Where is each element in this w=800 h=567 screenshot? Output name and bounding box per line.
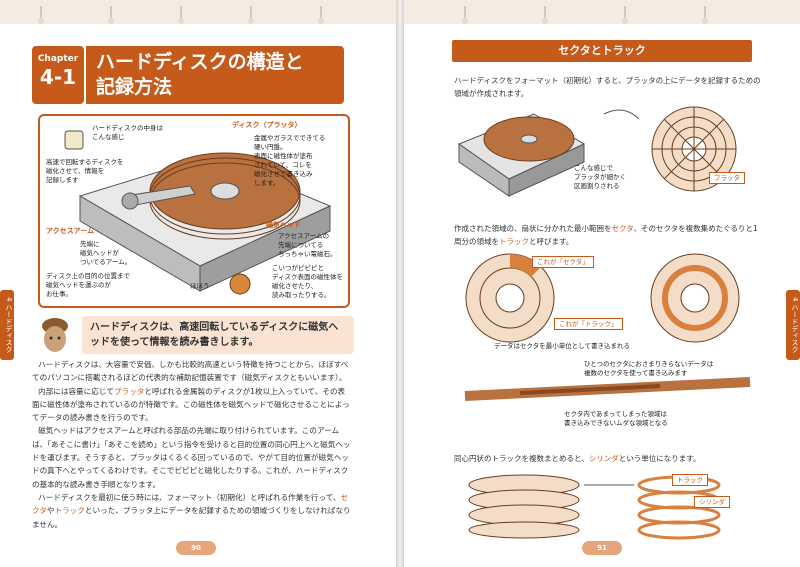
highlight-cylinder: シリンダ [588,454,619,463]
paragraph-3: 磁気ヘッドはアクセスアームと呼ばれる部品の先端に取り付けられています。このアーム… [32,426,351,489]
cylinder-text: 同心円状のトラックを複数まとめると、シリンダという単位になります。 [454,452,764,465]
sector-strip [464,377,751,401]
top-band [0,0,396,24]
note-partition: こんな感じで プラッタが細かく 区画割りされる [574,164,626,190]
chapter-label: Chapter [37,54,79,64]
mascot-text: ほほう [190,282,210,290]
page-number-right: 91 [582,541,622,555]
acorn-mascot-icon [42,318,68,352]
side-tab-right: 4 ハードディスク [786,290,800,360]
sector-track-diagram [465,253,740,343]
note-magnetize: 高速で回転するディスクを 磁化させて、情報を 記録します [46,158,124,184]
pin [542,6,548,24]
right-page: セクタとトラック ハードディスクをフォーマット（初期化）すると、プラッタの上にデ… [404,0,800,567]
note-inside: ハードディスクの中身は こんな感じ [92,124,164,141]
pin [38,6,44,24]
mid-text-c: と呼びます。 [529,237,574,246]
side-tab-left: 4 ハードディスク [0,290,14,360]
top-band [404,0,800,24]
pin [702,6,708,24]
platter-tag: プラッタ [709,172,745,184]
highlight-sector: セクタ [611,224,634,233]
body-text: ハードディスクは、大容量で安価、しかも比較的高速という特徴を持つことから、ほぼす… [32,358,352,531]
note-multi: ひとつのセクタにおさまりきらないデータは 複数のセクタを使って書き込みます [584,360,714,377]
format-diagram [457,106,737,197]
head-note: アクセスアームの 先端についてる ちっちゃい電磁石。 [278,232,337,258]
paragraph-2: 内部には容量に応じてプラッタと呼ばれる金属製のディスクが1枚以上入っていて、その… [32,385,352,425]
chapter-title: ハードディスクの構造と 記録方法 [84,46,344,104]
pin [462,6,468,24]
chapter-title-line1: ハードディスクの構造と [96,51,304,73]
p2-text-a: 内部には容量に応じて [38,386,115,396]
cyl-text-a: 同心円状のトラックを複数まとめると、 [454,454,589,463]
p4-highlight-track: トラック [54,506,85,516]
pin [622,6,628,24]
p4-text-b: や [46,506,55,516]
mid-text-a: 作成された領域の、扇状に分かれた最小範囲を [454,224,612,233]
highlight-track: トラック [499,237,529,246]
section-title: セクタとトラック [452,40,752,62]
p2-text-b: と呼ばれる金属製のディスクが1枚以上入っていて、その表面に磁性体が塗布されている… [32,386,350,423]
chapter-title-line2: 記録方法 [96,76,173,98]
cylinder-tag: シリンダ [694,496,730,508]
disk-note: 金属やガラスでできてる 硬い円盤。 表面に磁性体が塗布 されていて、コレを 磁化… [254,134,326,187]
p2-highlight-platter: プラッタ [114,386,145,396]
head-note2: こいつがピピピと ディスク表面の磁性体を 磁化させたり、 読み取ったりする。 [272,264,344,299]
pin [248,6,254,24]
track-tag: これが「トラック」 [554,318,623,330]
head-label: 磁気ヘッド [266,221,301,229]
cylinder-diagram [468,474,721,540]
intro-text: ハードディスクをフォーマット（初期化）すると、プラッタの上にデータを記録するため… [454,76,761,98]
p4-text-c: といった、プラッタ上にデータを記録するための領域づくりをしなければなりません。 [32,506,351,529]
paragraph-4: ハードディスクを最初に使う時には、フォーマット（初期化）と呼ばれる作業を行って、… [32,491,352,531]
cylinder-track-tag: トラック [672,474,708,486]
hard-disk-drawing [64,130,332,295]
summary-box: ハードディスクは、高速回転しているディスクに磁気ヘッドを使って情報を読み書きしま… [82,316,354,354]
pin [178,6,184,24]
left-page: Chapter 4-1 ハードディスクの構造と 記録方法 ハードディスクの中身は… [0,0,396,567]
note-unit: データはセクタを最小単位として書き込まれる [494,342,631,350]
gutter [396,0,404,567]
pin [318,6,324,24]
sector-tag: これが「セクタ」 [532,256,594,268]
pin [108,6,114,24]
sector-track-text: 作成された領域の、扇状に分かれた最小範囲をセクタ、そのセクタを複数集めたぐるりと… [454,222,764,248]
p4-text-a: ハードディスクを最初に使う時には、フォーマット（初期化）と呼ばれる作業を行って、 [38,492,341,502]
chapter-badge: Chapter 4-1 [32,46,84,104]
paragraph-1: ハードディスクは、大容量で安価、しかも比較的高速という特徴を持つことから、ほぼす… [32,360,349,383]
disk-label: ディスク（プラッタ） [232,121,302,129]
cyl-text-b: という単位になります。 [618,454,701,463]
access-arm-note: 先端に 磁気ヘッドが ついてるアーム。 [80,240,132,266]
access-arm-label: アクセスアーム [46,227,95,235]
mid-text-b: 、そのセクタを複数集めたぐるりと1周分の領域を [454,224,758,246]
p4-highlight-sector: セクタ [32,492,349,516]
page-number-left: 90 [176,541,216,555]
hard-disk-illustration: ハードディスクの中身は こんな感じ 高速で回転するディスクを 磁化させて、情報を… [38,114,350,308]
access-arm-note2: ディスク上の目的の位置まで 磁気ヘッドを運ぶのが お仕事。 [46,272,131,298]
note-waste: セクタ内であまってしまった領域は 書き込みできないムダな領域となる [564,410,668,427]
chapter-number: 4-1 [39,65,77,89]
